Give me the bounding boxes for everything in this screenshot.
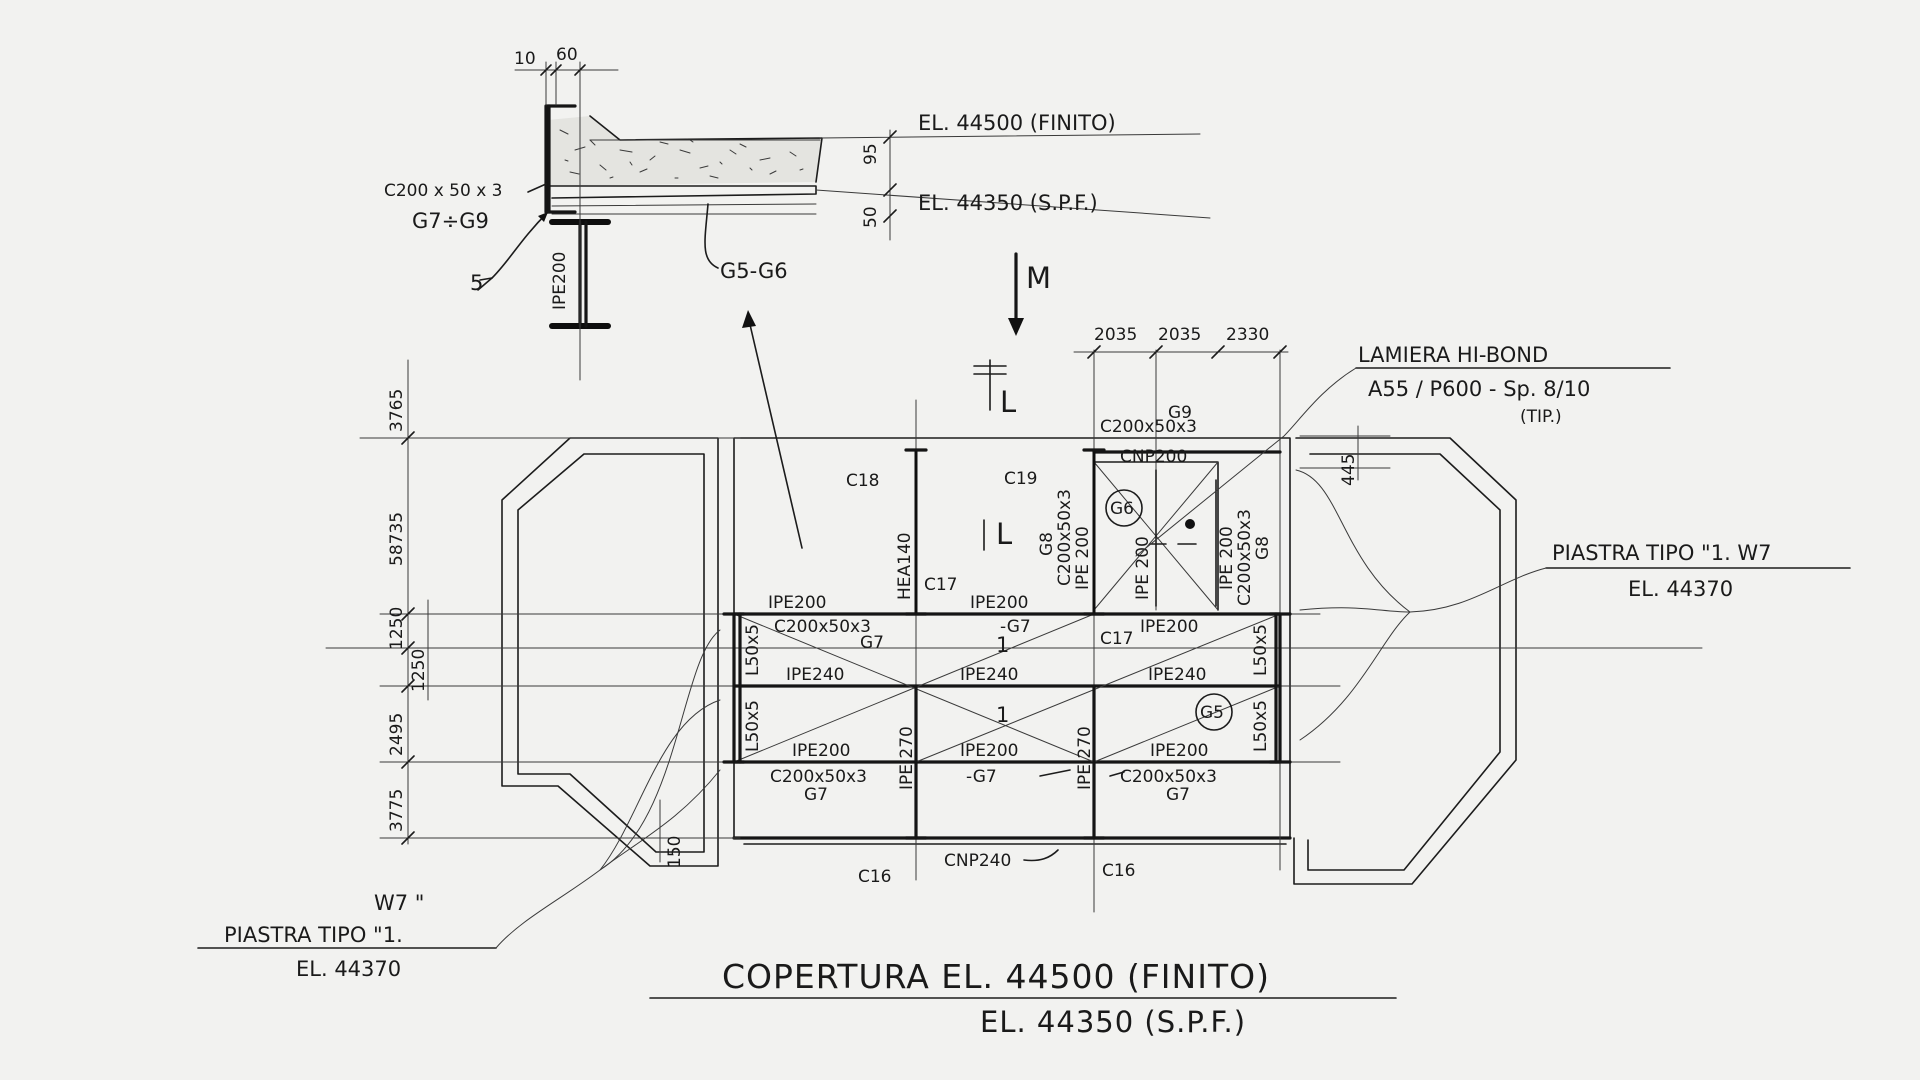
label-cnp240: CNP240 (944, 851, 1011, 871)
label-ipe200-b: IPE 200 (1073, 526, 1093, 590)
label-hea140: HEA140 (895, 532, 915, 600)
row2-ipe240-mid: IPE240 (960, 665, 1018, 685)
label-c16-b: C16 (1102, 861, 1136, 881)
side-l50x5-left-1: L50x5 (743, 624, 763, 676)
concrete-hatch (559, 129, 804, 179)
label-c16-a: C16 (858, 867, 892, 887)
dim-10: 10 (514, 49, 536, 69)
ipe200-section-label: IPE200 (550, 252, 570, 310)
row3-g7-right: G7 (1166, 785, 1190, 805)
roof-plan: L L 2035 2035 2330 3765 58735 1250 1250 … (325, 325, 1703, 913)
row3-ipe200-left: IPE200 (792, 741, 850, 761)
row1-c200-left: C200x50x3 (774, 617, 871, 637)
elevation-spf-label: EL. 44350 (S.P.F.) (918, 191, 1098, 215)
label-c17-b: C17 (1100, 629, 1134, 649)
section-detail: 10 60 EL. 44500 (FINITO) EL. 44350 (S.P.… (384, 45, 1211, 381)
label-ipe200-d: IPE 200 (1217, 526, 1237, 590)
row1-g7-mid: -G7 (1000, 617, 1031, 637)
dim-150: 150 (665, 836, 685, 868)
row1-ipe200-right: IPE200 (1140, 617, 1198, 637)
left-dim-4: 1250 (409, 649, 429, 692)
row3-c200-right: C200x50x3 (1120, 767, 1217, 787)
dim-95: 95 (861, 143, 881, 165)
lamiera-line-2: A55 / P600 - Sp. 8/10 (1368, 377, 1590, 401)
row2-ipe240-left: IPE240 (786, 665, 844, 685)
number-1-a: 1 (996, 633, 1009, 657)
label-ipe270-a: IPE 270 (897, 726, 917, 790)
row3-g7-mid: -G7 (966, 767, 997, 787)
plate-left-w7: W7 " (374, 891, 424, 915)
plate-right-line-1: PIASTRA TIPO "1. W7 (1552, 541, 1772, 565)
top-dim-3: 2330 (1226, 325, 1269, 345)
section-mark-l-mid: L (996, 517, 1013, 551)
label-ipe270-b: IPE 270 (1075, 726, 1095, 790)
left-dim-6: 3775 (387, 789, 407, 832)
left-dim-3: 1250 (387, 607, 407, 650)
dim-50: 50 (861, 206, 881, 228)
g5-g6-label: G5-G6 (720, 259, 788, 283)
dim-60: 60 (556, 45, 578, 65)
section-mark-l-top: L (1000, 385, 1017, 419)
view-marker: M (1008, 252, 1052, 336)
side-l50x5-left-2: L50x5 (743, 700, 763, 752)
top-dim-1: 2035 (1094, 325, 1137, 345)
label-c19: C19 (1004, 469, 1038, 489)
side-l50x5-right-1: L50x5 (1251, 624, 1271, 676)
row3-g7-left: G7 (804, 785, 828, 805)
title-line-2: EL. 44350 (S.P.F.) (980, 1005, 1246, 1039)
row3-ipe200-right: IPE200 (1150, 741, 1208, 761)
label-c200x50x3-c: C200x50x3 (1235, 509, 1255, 606)
side-l50x5-right-2: L50x5 (1251, 700, 1271, 752)
left-dim-2: 58735 (387, 512, 407, 566)
g7-g9-label: G7÷G9 (412, 209, 489, 233)
dim-445: 445 (1339, 454, 1359, 486)
plate-callout-right: PIASTRA TIPO "1. W7 EL. 44370 (1295, 469, 1851, 741)
left-dim-1: 3765 (387, 389, 407, 432)
row3-c200-left: C200x50x3 (770, 767, 867, 787)
label-c200x50x3-b: C200x50x3 (1055, 489, 1075, 586)
top-dim-2: 2035 (1158, 325, 1201, 345)
label-g8-b: G8 (1253, 536, 1273, 560)
plate-callout-left: W7 " PIASTRA TIPO "1. EL. 44370 (197, 629, 721, 981)
row1-ipe200-mid: IPE200 (970, 593, 1028, 613)
row2-ipe240-right: IPE240 (1148, 665, 1206, 685)
left-dim-5: 2495 (387, 713, 407, 756)
elevation-finito-label: EL. 44500 (FINITO) (918, 111, 1116, 135)
label-g8-a: G8 (1037, 532, 1057, 556)
label-g6-circle: G6 (1110, 499, 1134, 519)
label-c18: C18 (846, 471, 880, 491)
lamiera-callout: LAMIERA HI-BOND A55 / P600 - Sp. 8/10 (T… (1135, 343, 1671, 557)
row3-ipe200-mid: IPE200 (960, 741, 1018, 761)
plate-left-line-2: EL. 44370 (296, 957, 401, 981)
lamiera-line-1: LAMIERA HI-BOND (1358, 343, 1548, 367)
lamiera-line-3: (TIP.) (1520, 407, 1562, 427)
plate-left-line-1: PIASTRA TIPO "1. (224, 923, 403, 947)
row1-g7-left: G7 (860, 633, 884, 653)
number-1-b: 1 (996, 703, 1009, 727)
view-marker-m: M (1026, 261, 1052, 295)
plate-right-line-2: EL. 44370 (1628, 577, 1733, 601)
label-g9: G9 (1168, 403, 1192, 423)
label-cnp200: CNP200 (1120, 447, 1187, 467)
channel-label: C200 x 50 x 3 (384, 181, 503, 201)
row1-ipe200-left: IPE200 (768, 593, 826, 613)
label-c200x50x3-top: C200x50x3 (1100, 417, 1197, 437)
label-ipe200-c: IPE 200 (1133, 536, 1153, 600)
label-c17-a: C17 (924, 575, 958, 595)
title-line-1: COPERTURA EL. 44500 (FINITO) (722, 957, 1270, 996)
label-g5-circle: G5 (1200, 703, 1224, 723)
weld-mark: 5 (470, 271, 483, 295)
drawing-title: COPERTURA EL. 44500 (FINITO) EL. 44350 (… (649, 957, 1397, 1039)
